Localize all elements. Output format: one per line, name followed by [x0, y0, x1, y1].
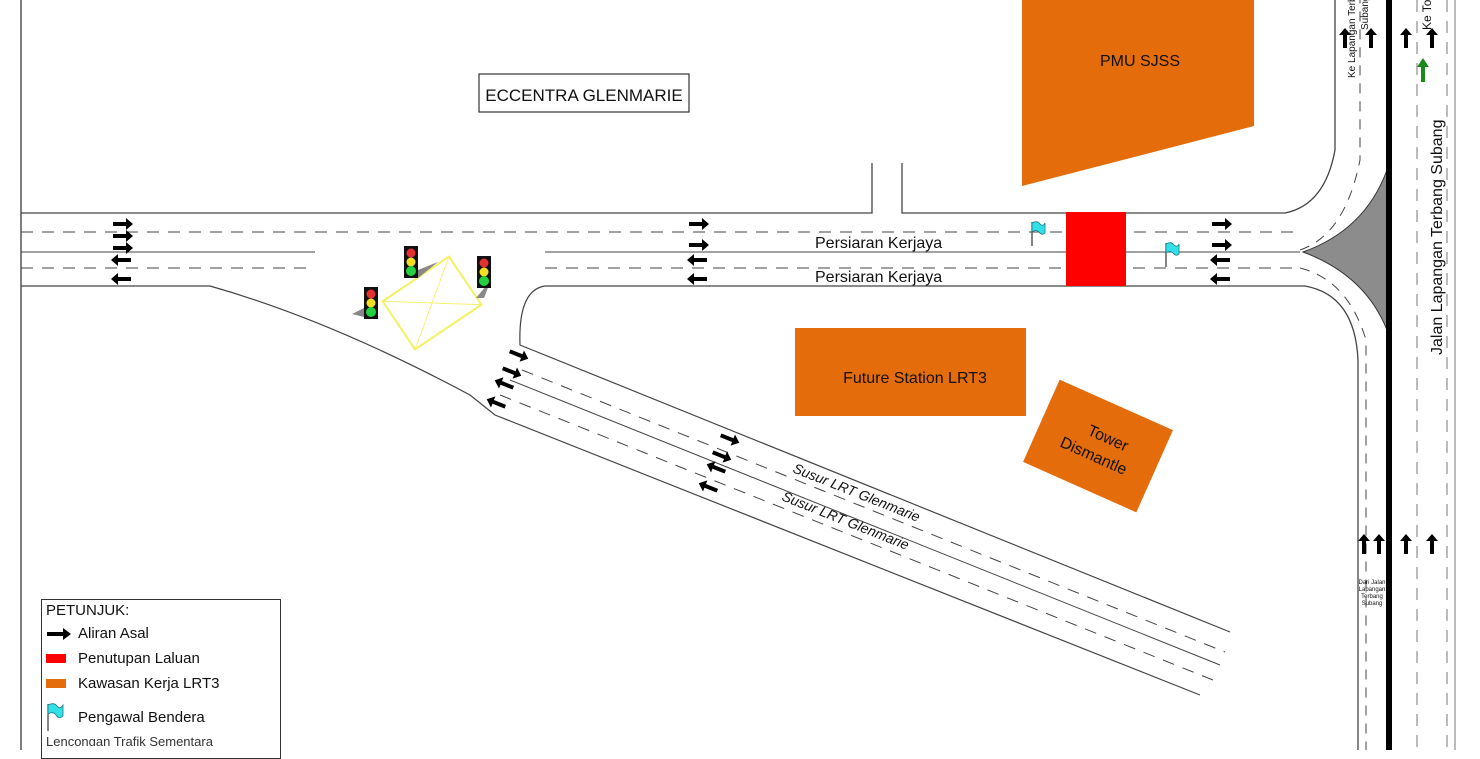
- arrow-right-icon: [689, 218, 709, 230]
- legend-label: Kawasan Kerja LRT3: [78, 675, 220, 692]
- traffic-light-icon: [404, 246, 418, 278]
- legend-partial-item: Lencongan Trafik Sementara: [46, 734, 276, 746]
- legend-label: Pengawal Bendera: [78, 708, 205, 726]
- svg-text:Subang: Subang: [1362, 601, 1383, 607]
- arrow-up-icon: [1400, 28, 1412, 48]
- arrow-right-icon: [507, 345, 531, 365]
- arrow-up-icon: [1426, 28, 1438, 48]
- arrow-left-icon: [1210, 254, 1230, 266]
- future-station-building: [795, 328, 1026, 416]
- ke-tol-label: Ke Tol: [1420, 0, 1434, 30]
- jalan-lapangan-terbang-road: [1386, 0, 1456, 750]
- flag-man-icon: [1031, 221, 1046, 247]
- tower-dismantle-building: Tower Dismantle: [1023, 379, 1173, 513]
- arrow-left-icon: [687, 273, 707, 285]
- arrow-up-icon: [1426, 534, 1438, 554]
- arrow-up-icon: [1400, 534, 1412, 554]
- legend-item-kawasan-kerja: Kawasan Kerja LRT3: [46, 671, 276, 696]
- arrow-left-icon: [687, 254, 707, 266]
- traffic-lights: [352, 246, 491, 319]
- arrow-up-icon: [1358, 534, 1370, 554]
- dari-jalan-label: Dari Jalan Lapangan Terbang Subang: [1358, 580, 1385, 607]
- pmu-sjss-label: PMU SJSS: [1100, 53, 1180, 70]
- arrow-up-icon: [1365, 28, 1377, 48]
- legend-label: Penutupan Laluan: [78, 650, 200, 667]
- legend-item-aliran-asal: Aliran Asal: [46, 621, 276, 646]
- map-legend: PETUNJUK: Aliran Asal Penutupan Laluan K…: [41, 599, 281, 759]
- arrow-right-icon: [689, 239, 709, 251]
- ke-lapangan-label-2: Subang: [1360, 0, 1371, 30]
- arrow-right-icon: [1212, 218, 1232, 230]
- arrow-up-green-icon: [1417, 58, 1429, 82]
- persiaran-kerjaya-label-lower: Persiaran Kerjaya: [815, 269, 942, 286]
- median-gore: [1301, 169, 1388, 331]
- legend-label: Lencongan Trafik Sementara: [46, 734, 213, 746]
- flag-man-icon: [1165, 242, 1180, 268]
- pmu-sjss-building: [1022, 0, 1254, 186]
- arrow-right-icon: [113, 218, 133, 230]
- arrow-up-icon: [1373, 534, 1385, 554]
- ke-lapangan-label-1: Ke Lapangan Terbang: [1347, 0, 1358, 78]
- legend-item-pengawal-bendera: Pengawal Bendera: [46, 700, 276, 734]
- legend-title: PETUNJUK:: [46, 602, 130, 619]
- traffic-light-icon: [477, 256, 491, 288]
- arrow-left-icon: [1210, 273, 1230, 285]
- svg-text:Terbang: Terbang: [1361, 594, 1383, 600]
- jalan-lapangan-label: Jalan Lapangan Terbang Subang: [1429, 120, 1446, 355]
- traffic-flow-arrows: [111, 28, 1438, 554]
- svg-text:Dari Jalan: Dari Jalan: [1358, 580, 1385, 586]
- orange-swatch-icon: [46, 678, 74, 689]
- arrow-left-icon: [696, 477, 720, 497]
- arrow-right-icon: [46, 627, 74, 641]
- eccentra-glenmarie-label: ECCENTRA GLENMARIE: [485, 86, 682, 105]
- arrow-left-icon: [111, 254, 131, 266]
- persiaran-kerjaya-label-upper: Persiaran Kerjaya: [815, 235, 942, 252]
- work-zone-outline: [381, 255, 483, 351]
- road-closure-block: [1066, 212, 1126, 286]
- eccentra-glenmarie-box: [478, 73, 690, 113]
- legend-label: Aliran Asal: [78, 625, 149, 642]
- arrow-left-icon: [492, 374, 516, 394]
- persiaran-kerjaya-road: [21, 0, 1367, 750]
- arrow-right-icon: [500, 362, 524, 382]
- svg-text:Lapangan: Lapangan: [1359, 587, 1386, 593]
- legend-item-penutupan-laluan: Penutupan Laluan: [46, 646, 276, 671]
- traffic-light-icon: [364, 287, 378, 319]
- flag-icon: [46, 702, 74, 732]
- arrow-left-icon: [111, 273, 131, 285]
- future-station-label: Future Station LRT3: [843, 370, 987, 387]
- red-swatch-icon: [46, 653, 74, 664]
- arrow-right-icon: [1212, 239, 1232, 251]
